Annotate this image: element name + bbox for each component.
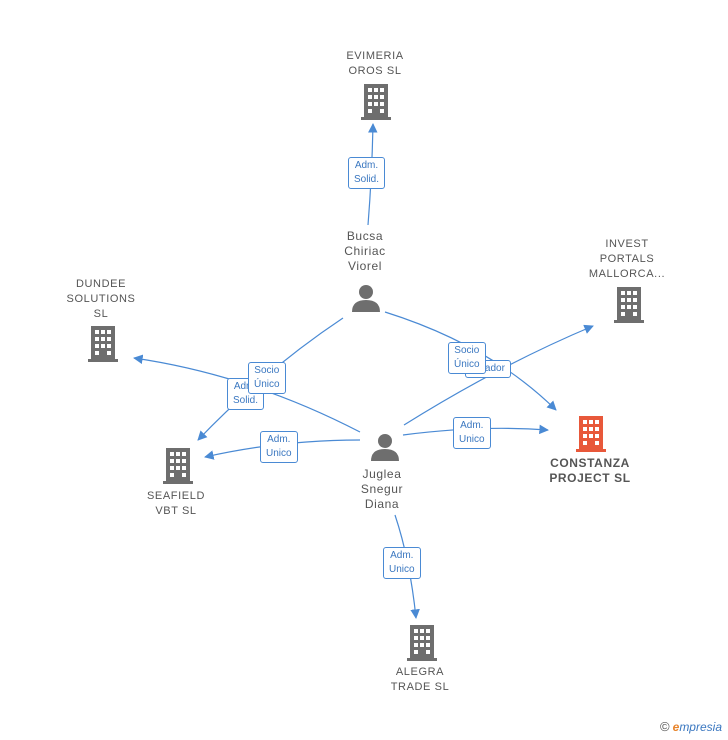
node-label-evimeria[interactable]: EVIMERIA OROS SL (346, 50, 404, 77)
edge-label-juglea-alegra[interactable]: Adm. Unico (383, 547, 421, 579)
person-icon[interactable] (370, 433, 400, 461)
node-label-invest[interactable]: INVEST PORTALS MALLORCA... (588, 238, 666, 280)
person-icon[interactable] (351, 284, 381, 312)
edge-label-bucsa-constanza[interactable]: Socio Único (448, 342, 486, 374)
brand-name: mpresia (679, 720, 722, 734)
node-label-juglea[interactable]: Juglea Snegur Diana (360, 467, 404, 511)
node-label-bucsa[interactable]: Bucsa Chiriac Viorel (344, 229, 386, 273)
node-label-alegra[interactable]: ALEGRA TRADE SL (390, 666, 450, 693)
building-icon-focus[interactable] (576, 416, 606, 452)
building-icon[interactable] (614, 287, 644, 323)
edge-label-juglea-dundee[interactable]: Socio Único (248, 362, 286, 394)
edge-label-bucsa-evimeria[interactable]: Adm. Solid. (348, 157, 386, 189)
building-icon[interactable] (361, 84, 391, 120)
edge-label-bucsa-seafield[interactable]: Adm. Solid. (227, 378, 265, 410)
building-icon[interactable] (163, 448, 193, 484)
node-label-constanza[interactable]: CONSTANZA PROJECT SL (549, 456, 631, 485)
node-label-dundee[interactable]: DUNDEE SOLUTIONS SL (66, 278, 136, 320)
edge-label-juglea-constanza[interactable]: Adm. Unico (453, 417, 491, 449)
copyright-symbol: © (660, 719, 670, 734)
node-label-seafield[interactable]: SEAFIELD VBT SL (147, 490, 205, 517)
edge-label-juglea-seafield[interactable]: Adm. Unico (260, 431, 298, 463)
brand-initial: e (672, 720, 680, 734)
building-icon[interactable] (407, 625, 437, 661)
building-icon[interactable] (88, 326, 118, 362)
copyright-brand[interactable]: ©empresia (660, 719, 722, 734)
